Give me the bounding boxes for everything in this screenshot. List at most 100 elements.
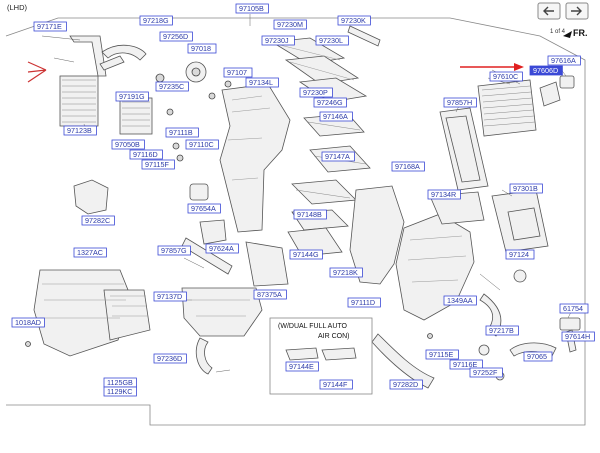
part-label-97230l[interactable]: 97230L <box>315 35 349 46</box>
part-number: 97236D <box>157 354 182 363</box>
part-label-97147a[interactable]: 97147A <box>321 151 355 162</box>
small-fittings <box>25 73 433 347</box>
part-label-97256d[interactable]: 97256D <box>159 31 193 42</box>
part-label-97230m[interactable]: 97230M <box>273 19 307 30</box>
part-label-1129kc[interactable]: 1129KC <box>103 386 137 397</box>
part-label-97624a[interactable]: 97624A <box>205 243 239 254</box>
part-number: 1349AA <box>447 296 473 305</box>
direction-label: FR. <box>573 28 588 38</box>
part-label-97191g[interactable]: 97191G <box>115 91 149 102</box>
part-label-97134l[interactable]: 97134L <box>245 77 279 88</box>
part-number: 97230M <box>277 20 303 29</box>
part-number: 97235C <box>159 82 184 91</box>
part-number: 97110C <box>189 140 214 149</box>
part-number: 1125GB <box>107 378 133 387</box>
part-label-97230j[interactable]: 97230J <box>261 35 295 46</box>
part-label-97857g[interactable]: 97857G <box>157 245 191 256</box>
part-number: 97171E <box>37 22 62 31</box>
part-label-97134r[interactable]: 97134R <box>427 189 461 200</box>
part-label-97124[interactable]: 97124 <box>505 249 535 260</box>
part-label-97610c[interactable]: 97610C <box>489 71 523 82</box>
part-label-97217b[interactable]: 97217B <box>485 325 519 336</box>
case-right-half <box>349 185 485 321</box>
diagram-frame <box>5 17 586 426</box>
part-label-97115e[interactable]: 97115E <box>425 349 459 360</box>
part-label-97236d[interactable]: 97236D <box>153 353 187 364</box>
part-number: 97134L <box>249 78 273 87</box>
part-number: 97168A <box>395 162 420 171</box>
part-label-97018[interactable]: 97018 <box>187 43 217 54</box>
part-label-1125gb[interactable]: 1125GB <box>103 377 137 388</box>
part-number: 97124 <box>509 250 529 259</box>
part-label-97144f[interactable]: 97144F <box>319 379 353 390</box>
part-label-97282d[interactable]: 97282D <box>389 379 423 390</box>
page-indicator: 1 of 4 <box>550 29 566 35</box>
part-label-97218g[interactable]: 97218G <box>139 15 173 26</box>
pipe-group <box>99 44 147 71</box>
part-label-97606d[interactable]: 97606D <box>529 65 563 76</box>
part-label-97654a[interactable]: 97654A <box>187 203 221 214</box>
part-number: 97252F <box>473 368 498 377</box>
part-number: 97105B <box>239 4 264 13</box>
part-label-97050b[interactable]: 97050B <box>111 139 145 150</box>
part-label-1349aa[interactable]: 1349AA <box>443 295 477 306</box>
part-label-97111b[interactable]: 97111B <box>165 127 199 138</box>
case-seal-pieces <box>181 183 289 287</box>
part-label-97252f[interactable]: 97252F <box>469 367 503 378</box>
part-label-97168a[interactable]: 97168A <box>391 161 425 172</box>
part-label-97146a[interactable]: 97146A <box>319 111 353 122</box>
part-label-97144e[interactable]: 97144E <box>285 361 319 372</box>
part-number: 97282D <box>393 380 418 389</box>
part-number: 97282C <box>85 216 110 225</box>
part-label-97065[interactable]: 97065 <box>523 351 553 362</box>
hose-assemblies <box>371 293 557 389</box>
part-label-87375a[interactable]: 87375A <box>253 289 287 300</box>
part-number: 97111B <box>169 128 193 137</box>
part-label-97230p[interactable]: 97230P <box>299 87 333 98</box>
part-number: 97624A <box>209 244 234 253</box>
filter-cover-parts <box>539 75 575 107</box>
part-label-97111d[interactable]: 97111D <box>347 297 381 308</box>
lower-drain-pan <box>181 287 263 375</box>
part-label-97116e[interactable]: 97116E <box>449 359 483 370</box>
part-number: 97137D <box>157 292 182 301</box>
part-label-97171e[interactable]: 97171E <box>33 21 67 32</box>
part-label-97301b[interactable]: 97301B <box>509 183 543 194</box>
part-label-97144g[interactable]: 97144G <box>289 249 323 260</box>
part-number: 1018AD <box>15 318 41 327</box>
part-number: 61754 <box>563 304 583 313</box>
part-label-97116d[interactable]: 97116D <box>129 149 163 160</box>
prev-page-button[interactable] <box>537 2 561 20</box>
part-label-97235c[interactable]: 97235C <box>155 81 189 92</box>
part-label-61754[interactable]: 61754 <box>559 303 589 314</box>
part-label-97614h[interactable]: 97614H <box>561 331 595 342</box>
part-label-97616a[interactable]: 97616A <box>547 55 581 66</box>
part-label-97115f[interactable]: 97115F <box>141 159 175 170</box>
part-label-1018ad[interactable]: 1018AD <box>11 317 45 328</box>
part-label-1327ac[interactable]: 1327AC <box>73 247 107 258</box>
part-label-97246g[interactable]: 97246G <box>313 97 347 108</box>
part-number: 1129KC <box>107 387 132 396</box>
part-number: 97107 <box>227 68 247 77</box>
part-number: 97050B <box>115 140 140 149</box>
part-number: 97616A <box>551 56 576 65</box>
part-label-97282c[interactable]: 97282C <box>81 215 115 226</box>
part-number: 97146A <box>323 112 348 121</box>
part-number: 1327AC <box>77 248 103 257</box>
part-label-97110c[interactable]: 97110C <box>185 139 219 150</box>
next-page-button[interactable] <box>565 2 589 20</box>
part-label-97107[interactable]: 97107 <box>223 67 253 78</box>
part-label-97857h[interactable]: 97857H <box>443 97 477 108</box>
part-label-97230k[interactable]: 97230K <box>337 15 371 26</box>
part-label-97137d[interactable]: 97137D <box>153 291 187 302</box>
part-label-97123b[interactable]: 97123B <box>63 125 97 136</box>
part-number: 97218K <box>333 268 358 277</box>
part-number: 97191G <box>119 92 145 101</box>
heater-core-assembly <box>53 35 107 127</box>
part-number: 97115F <box>145 160 169 169</box>
part-label-97105b[interactable]: 97105B <box>235 3 269 14</box>
part-label-97218k[interactable]: 97218K <box>329 267 363 278</box>
part-label-97148b[interactable]: 97148B <box>293 209 327 220</box>
